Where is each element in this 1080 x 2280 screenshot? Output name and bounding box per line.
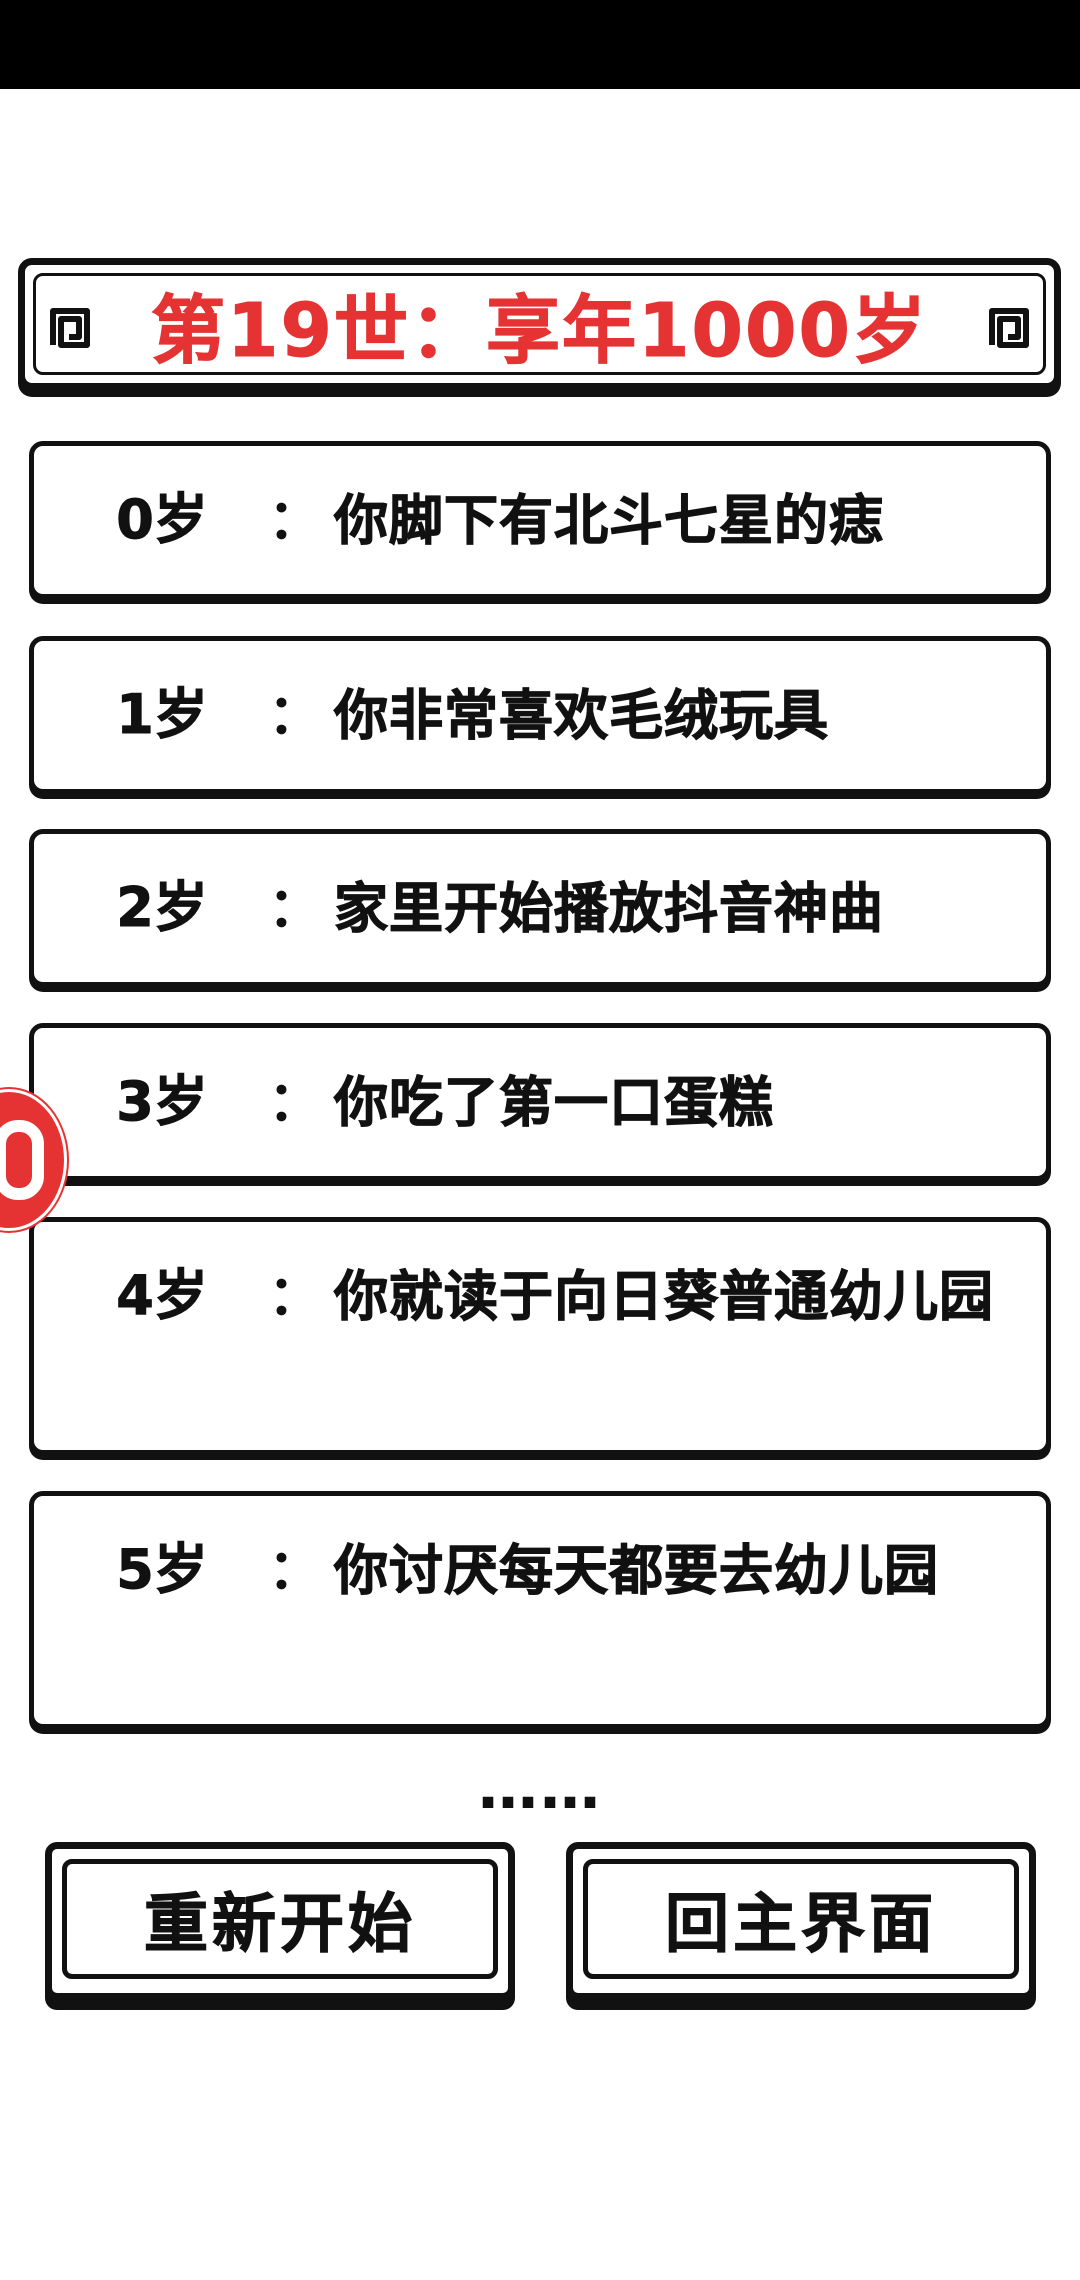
home-button-label: 回主界面 [583,1859,1019,1979]
life-title: 第19世：享年1000岁 [151,287,928,374]
event-card: 2岁 ： 家里开始播放抖音神曲 [29,829,1051,987]
restart-button-label: 重新开始 [62,1859,498,1979]
event-separator: ： [268,876,322,939]
event-separator: ： [268,1538,322,1601]
more-indicator: …… [478,1753,602,1823]
event-age: 2岁 [116,876,209,940]
spiral-corner-icon [989,308,1029,348]
event-text: 家里开始播放抖音神曲 [334,877,884,941]
event-card: 1岁 ： 你非常喜欢毛绒玩具 [29,636,1051,794]
event-separator: ： [268,1070,322,1133]
event-card: 4岁 ： 你就读于向日葵普通幼儿园 [29,1217,1051,1455]
event-text: 你吃了第一口蛋糕 [334,1071,774,1135]
event-age: 5岁 [116,1538,209,1602]
floating-assistant-glyph [0,1120,44,1200]
event-text: 你脚下有北斗七星的痣 [334,489,884,553]
event-age: 4岁 [116,1264,209,1328]
event-age: 3岁 [116,1070,209,1134]
event-age: 0岁 [116,488,209,552]
home-button[interactable]: 回主界面 [566,1842,1036,2000]
event-text: 你非常喜欢毛绒玩具 [334,684,829,748]
spiral-corner-icon [50,308,90,348]
event-separator: ： [268,683,322,746]
life-title-banner: 第19世：享年1000岁 [18,258,1061,390]
event-card: 5岁 ： 你讨厌每天都要去幼儿园 [29,1491,1051,1729]
event-separator: ： [268,1264,322,1327]
restart-button[interactable]: 重新开始 [45,1842,515,2000]
title-banner-inner-border [33,273,1046,375]
event-card: 3岁 ： 你吃了第一口蛋糕 [29,1023,1051,1181]
event-text: 你就读于向日葵普通幼儿园 [334,1265,994,1329]
event-text: 你讨厌每天都要去幼儿园 [334,1539,939,1603]
event-age: 1岁 [116,683,209,747]
event-card: 0岁 ： 你脚下有北斗七星的痣 [29,441,1051,599]
status-bar [0,0,1080,89]
event-separator: ： [268,488,322,551]
